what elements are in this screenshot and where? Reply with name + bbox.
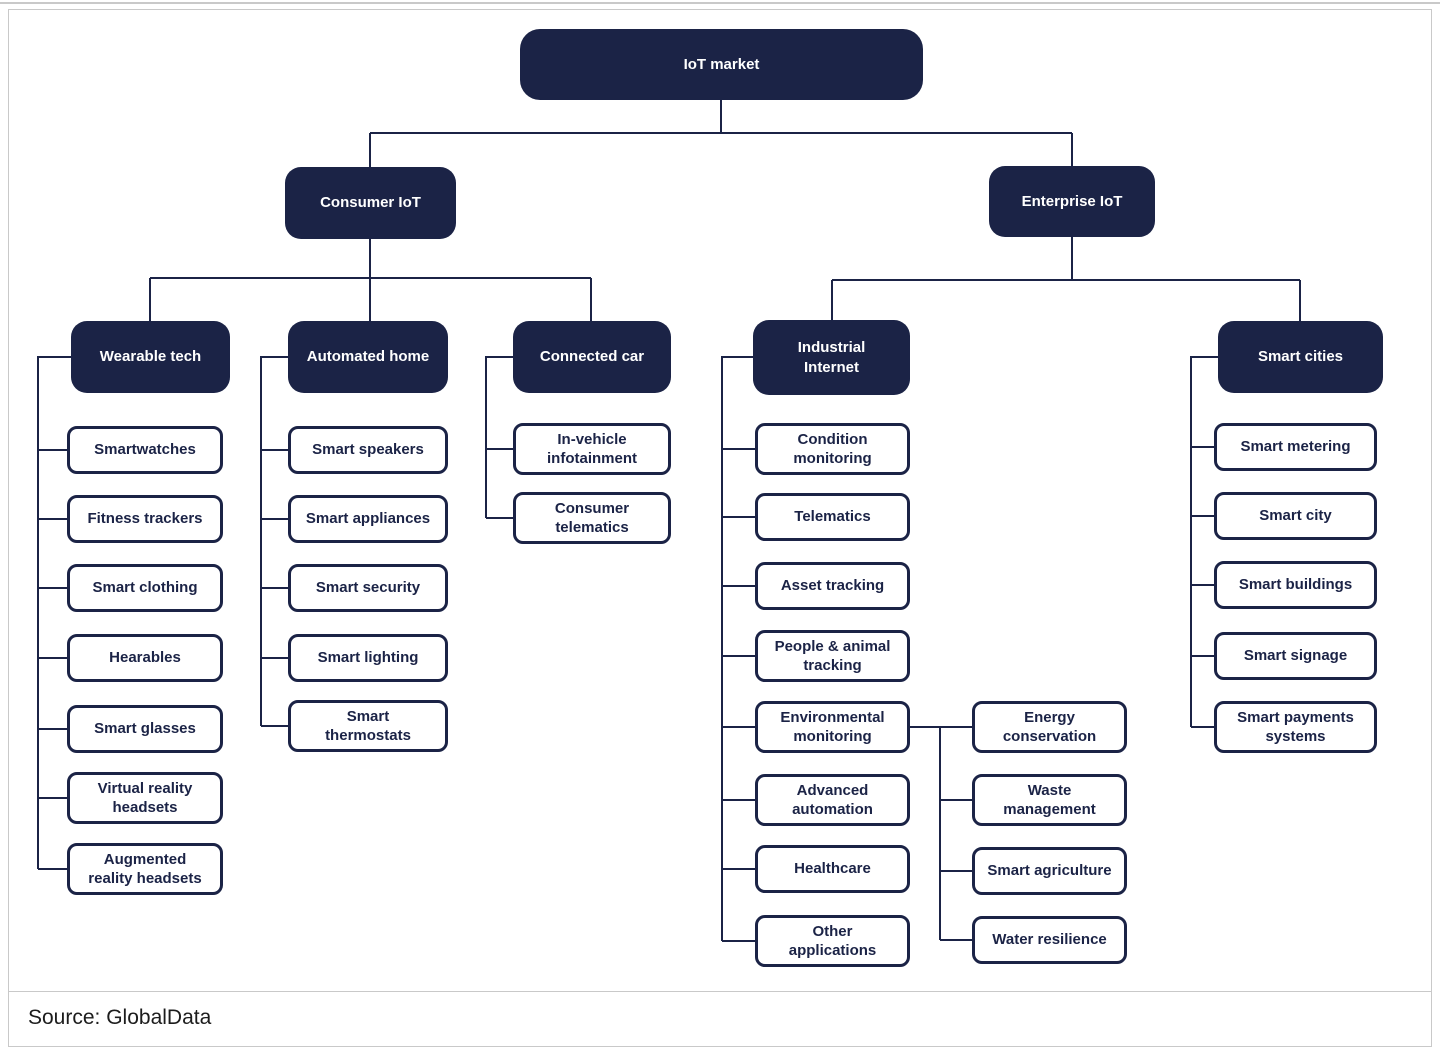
source-attribution: Source: GlobalData <box>28 1006 212 1029</box>
node-enterprise-iot: Enterprise IoT <box>989 166 1155 237</box>
leaf-smart-appliances: Smart appliances <box>288 495 448 543</box>
leaf-healthcare: Healthcare <box>755 845 910 893</box>
leaf-energy-conservation: Energy conservation <box>972 701 1127 753</box>
leaf-environmental-monitoring: Environmental monitoring <box>755 701 910 753</box>
leaf-smart-clothing: Smart clothing <box>67 564 223 612</box>
footer-divider <box>8 991 1432 992</box>
leaf-smart-security: Smart security <box>288 564 448 612</box>
top-rule <box>0 2 1440 4</box>
connector-automated-home <box>260 356 288 727</box>
connector-consumer-to-children <box>149 239 592 321</box>
leaf-smart-glasses: Smart glasses <box>67 705 223 753</box>
leaf-smartwatches: Smartwatches <box>67 426 223 474</box>
leaf-smart-metering: Smart metering <box>1214 423 1377 471</box>
leaf-waste-management: Waste management <box>972 774 1127 826</box>
node-wearable-tech: Wearable tech <box>71 321 230 393</box>
leaf-condition-monitoring: Condition monitoring <box>755 423 910 475</box>
leaf-advanced-automation: Advanced automation <box>755 774 910 826</box>
leaf-asset-tracking: Asset tracking <box>755 562 910 610</box>
connector-environmental-sub <box>910 726 972 941</box>
node-industrial-internet: Industrial Internet <box>753 320 910 395</box>
leaf-virtual-reality-headsets: Virtual reality headsets <box>67 772 223 824</box>
leaf-fitness-trackers: Fitness trackers <box>67 495 223 543</box>
leaf-hearables: Hearables <box>67 634 223 682</box>
leaf-augmented-reality-headsets: Augmented reality headsets <box>67 843 223 895</box>
leaf-smart-speakers: Smart speakers <box>288 426 448 474</box>
leaf-consumer-telematics: Consumer telematics <box>513 492 671 544</box>
diagram-frame <box>8 9 1432 1047</box>
leaf-smart-buildings: Smart buildings <box>1214 561 1377 609</box>
connector-enterprise-to-children <box>831 237 1301 321</box>
node-smart-cities: Smart cities <box>1218 321 1383 393</box>
leaf-smart-thermostats: Smart thermostats <box>288 700 448 752</box>
node-connected-car: Connected car <box>513 321 671 393</box>
leaf-smart-signage: Smart signage <box>1214 632 1377 680</box>
leaf-smart-payments-systems: Smart payments systems <box>1214 701 1377 753</box>
leaf-smart-agriculture: Smart agriculture <box>972 847 1127 895</box>
connector-root-to-level1 <box>369 100 1073 167</box>
node-iot-market: IoT market <box>520 29 923 100</box>
connector-industrial-internet <box>721 356 755 942</box>
node-automated-home: Automated home <box>288 321 448 393</box>
connector-wearable-tech <box>37 356 71 870</box>
leaf-water-resilience: Water resilience <box>972 916 1127 964</box>
node-consumer-iot: Consumer IoT <box>285 167 456 239</box>
leaf-smart-city: Smart city <box>1214 492 1377 540</box>
leaf-telematics: Telematics <box>755 493 910 541</box>
connector-connected-car <box>485 356 513 519</box>
connector-smart-cities <box>1190 356 1219 728</box>
leaf-smart-lighting: Smart lighting <box>288 634 448 682</box>
leaf-people-animal-tracking: People & animal tracking <box>755 630 910 682</box>
leaf-in-vehicle-infotainment: In-vehicle infotainment <box>513 423 671 475</box>
leaf-other-applications: Other applications <box>755 915 910 967</box>
